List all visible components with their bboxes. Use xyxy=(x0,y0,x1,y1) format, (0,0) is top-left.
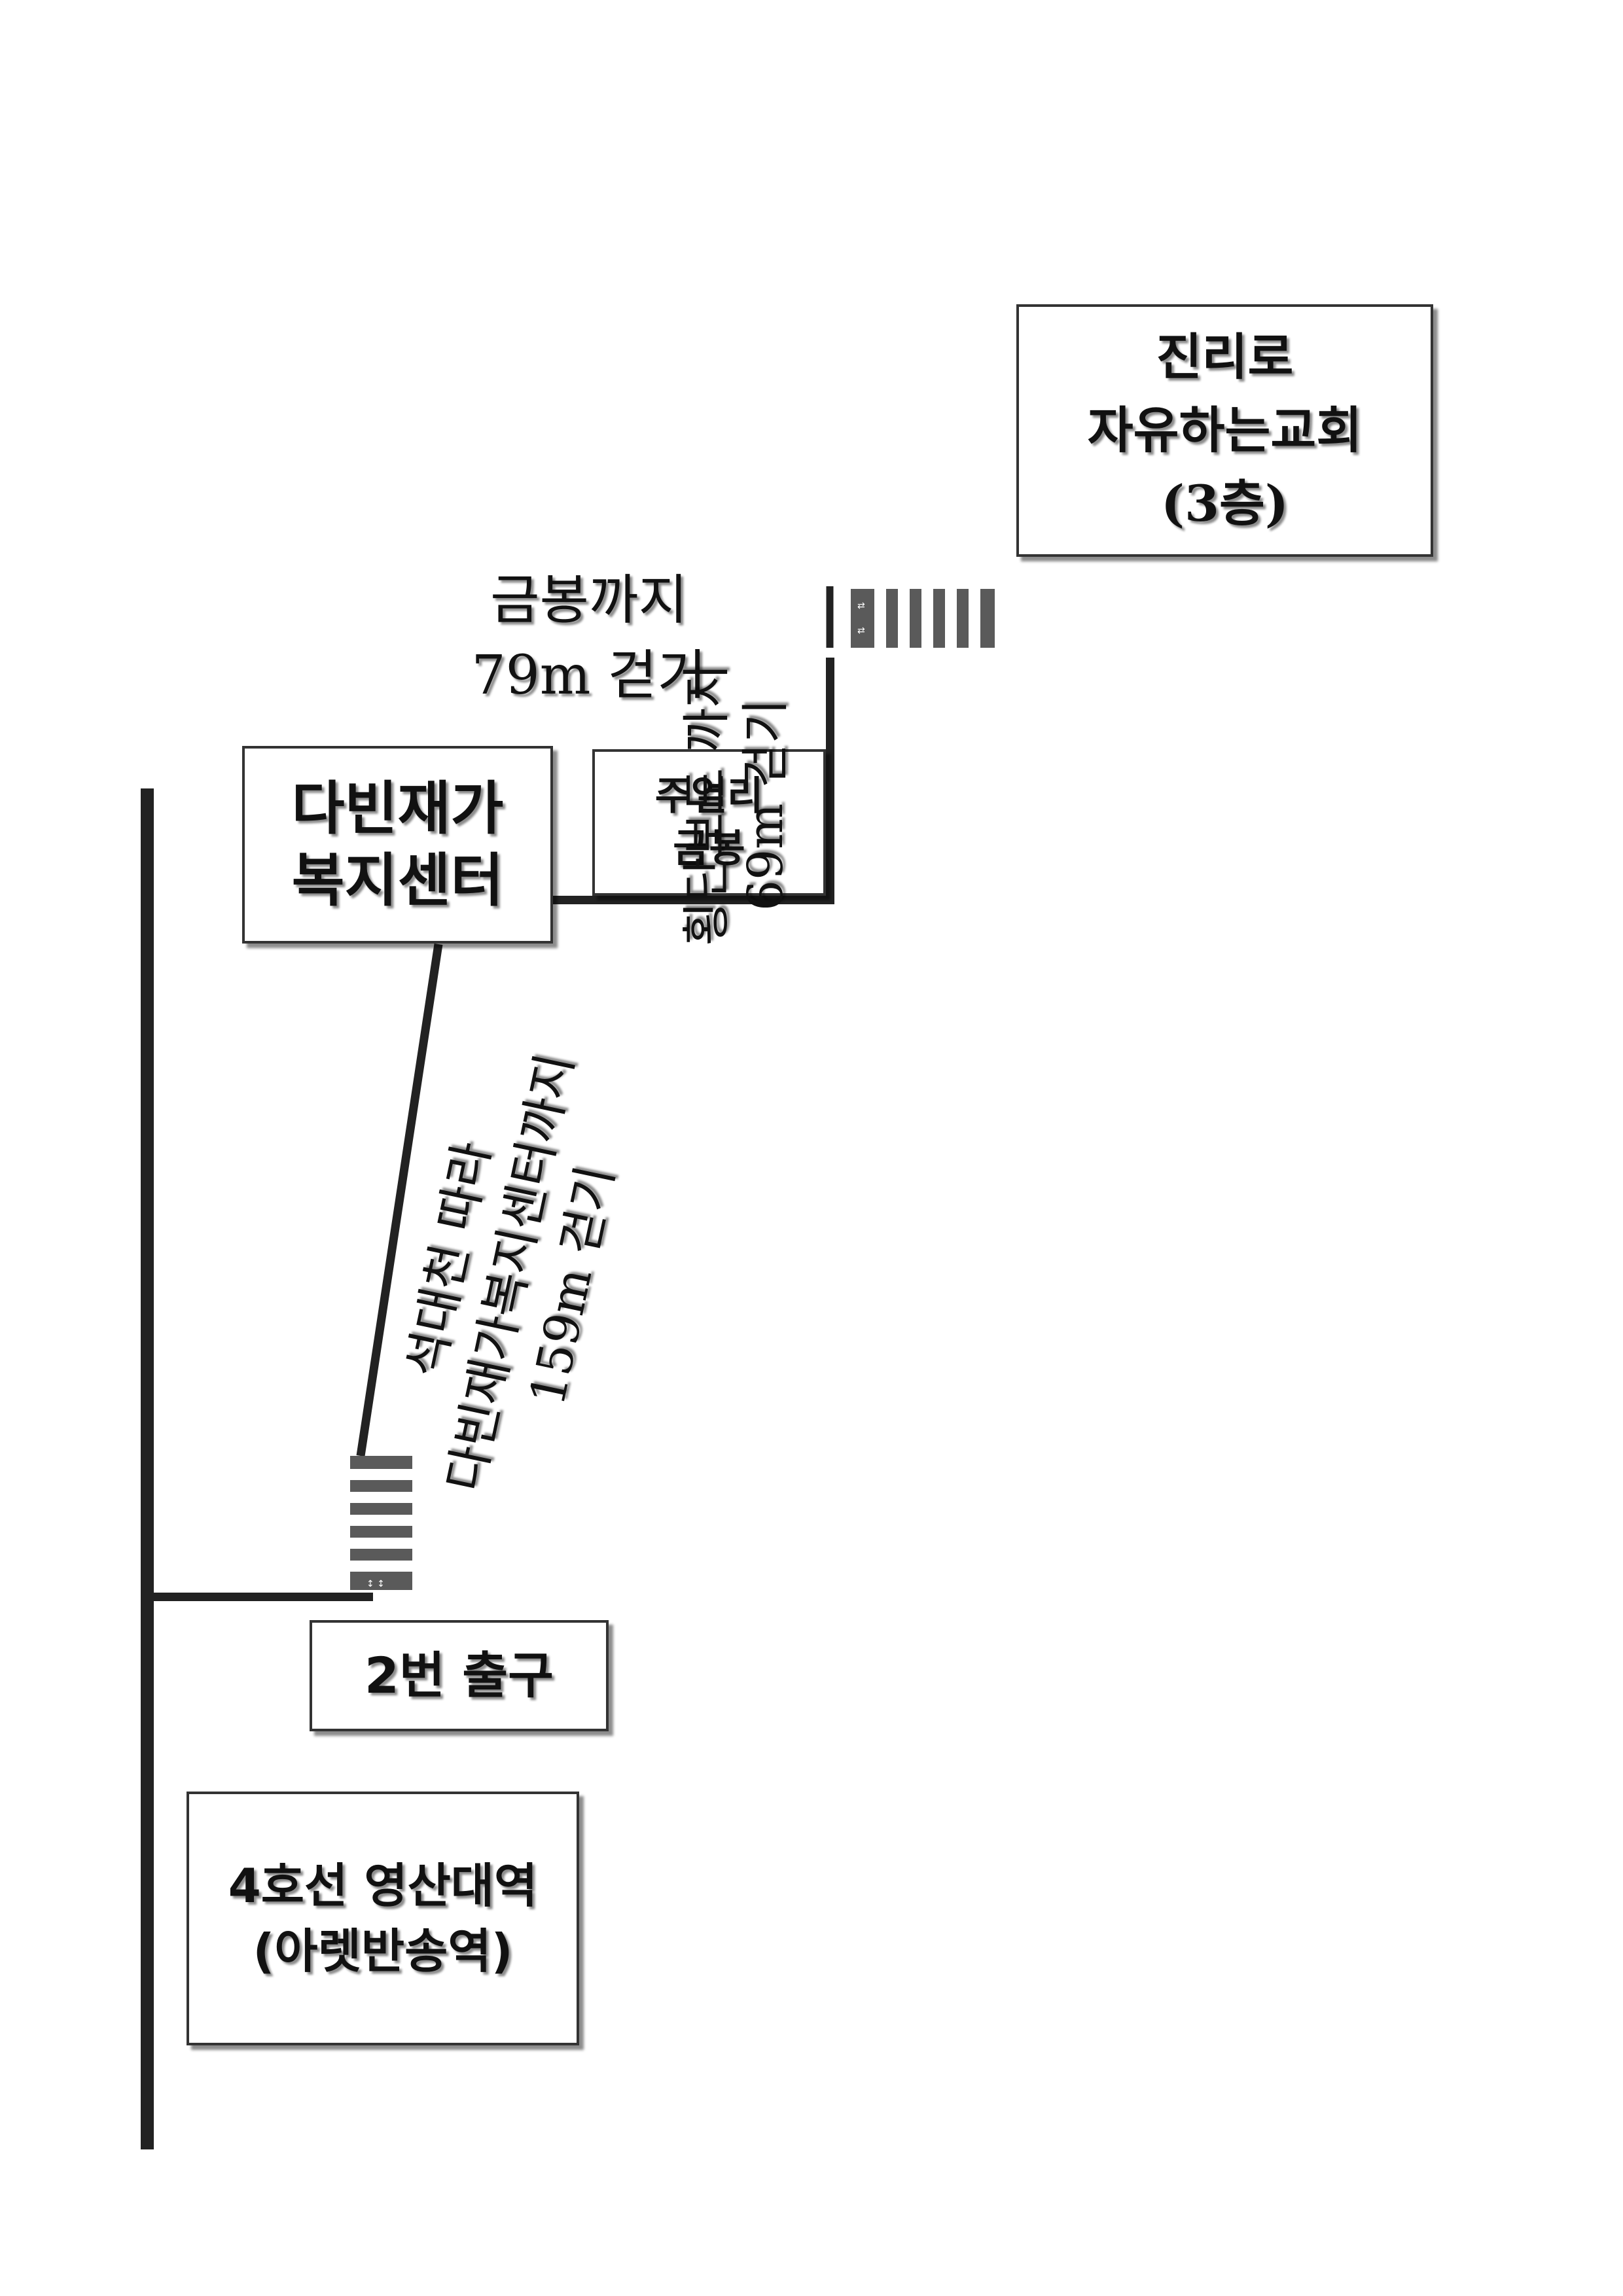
crosswalk-south: ↕ ↕ xyxy=(350,1456,412,1590)
station-name: 4호선 영산대역 (아렛반송역) xyxy=(228,1853,538,1984)
church-box: 진리로 자유하는교회 (3층) xyxy=(1016,304,1433,557)
road-to-exit xyxy=(154,1593,373,1601)
jewelry-line-2: 금봉 xyxy=(673,826,745,872)
crosswalk-north: ⇄ ⇄ xyxy=(851,589,995,648)
jewelry-name: 주얼리 금봉 xyxy=(655,770,764,875)
road-jewelry-up xyxy=(826,658,834,904)
welfare-line-2: 복지센터 xyxy=(291,847,504,914)
route-2-line-1: 횡단보도 까지 xyxy=(679,663,735,947)
jewelry-line-1: 주얼리 xyxy=(654,773,764,819)
exit-box: 2번 출구 xyxy=(310,1620,609,1731)
station-line-2: (아렛반송역) xyxy=(253,1924,513,1979)
route-label-to-geumbong: 금봉까지 79m 걷기 xyxy=(393,563,785,713)
svg-text:↕ ↕: ↕ ↕ xyxy=(366,1579,385,1589)
welfare-center-name: 다빈재가 복지센터 xyxy=(292,773,504,917)
exit-line-1: 2번 출구 xyxy=(364,1646,554,1704)
welfare-line-1: 다빈재가 xyxy=(291,775,504,842)
station-line-1: 4호선 영산대역 xyxy=(228,1858,538,1913)
welfare-center-box: 다빈재가 복지센터 xyxy=(242,746,553,944)
route-label-to-crosswalk: 횡단보도 까지 69m 걷기 xyxy=(677,622,795,988)
church-line-3: (3층) xyxy=(1161,474,1289,533)
church-name: 진리로 자유하는교회 (3층) xyxy=(1088,321,1363,540)
route-1-line-1: 금봉까지 xyxy=(490,569,688,631)
church-line-1: 진리로 xyxy=(1156,328,1294,386)
main-road-vertical xyxy=(141,788,154,2149)
church-line-2: 자유하는교회 xyxy=(1087,401,1363,459)
jewelry-box: 주얼리 금봉 xyxy=(592,749,826,896)
route-2-line-2: 69m 걷기 xyxy=(738,699,794,911)
station-box: 4호선 영산대역 (아렛반송역) xyxy=(187,1792,579,2045)
road-welfare-to-jewelry xyxy=(553,896,834,904)
route-1-line-2: 79m 걷기 xyxy=(471,645,707,707)
exit-name: 2번 출구 xyxy=(365,1646,554,1705)
svg-text:⇄: ⇄ xyxy=(857,601,865,611)
svg-text:⇄: ⇄ xyxy=(857,626,865,636)
